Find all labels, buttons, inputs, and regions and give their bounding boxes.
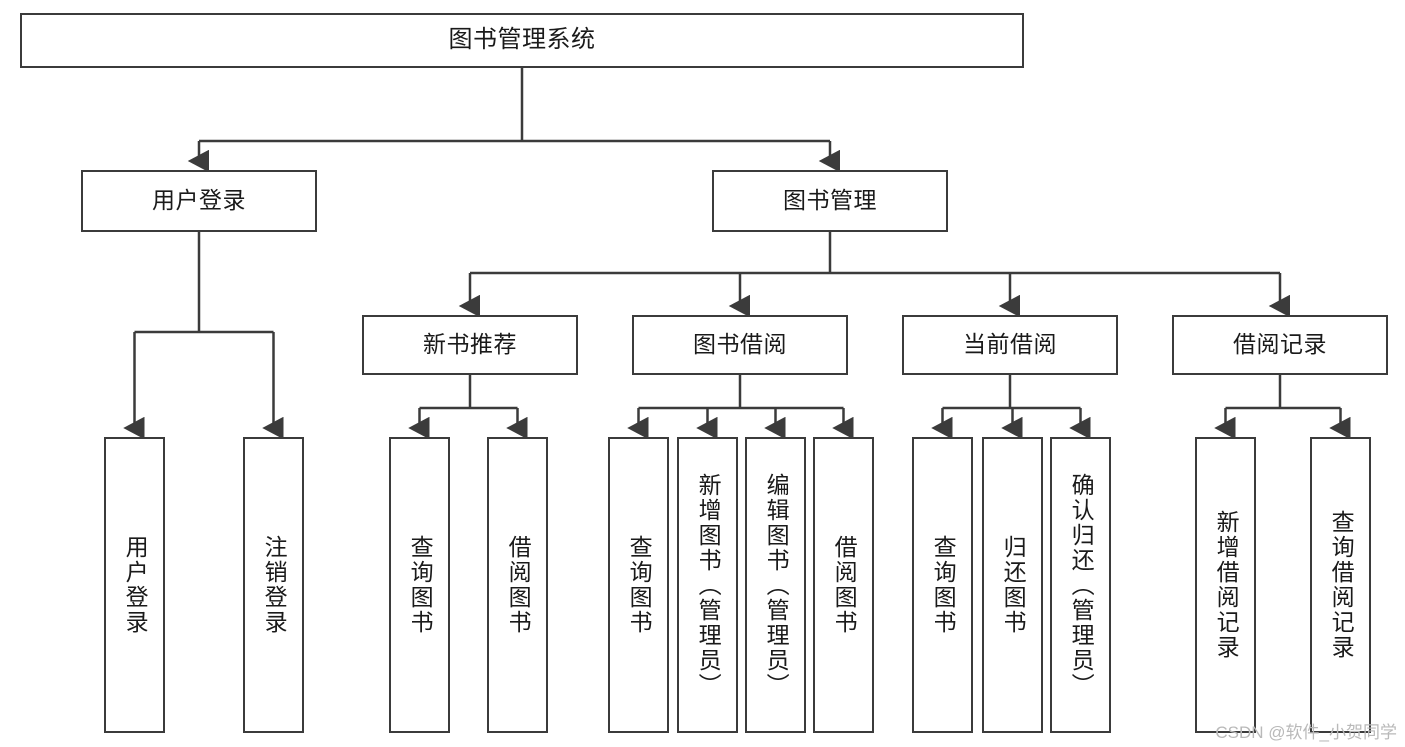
node-current-borrow[interactable]: 当前借阅 [902, 315, 1118, 375]
node-root[interactable]: 图书管理系统 [20, 13, 1024, 68]
node-label: 编辑图书（管理员） [763, 472, 790, 698]
node-label: 借阅图书 [831, 535, 858, 635]
watermark: CSDN @软件_小贺同学 [1215, 723, 1397, 742]
leaf-query-book-current[interactable]: 查询图书 [912, 437, 973, 733]
node-label: 新增借阅记录 [1213, 510, 1240, 660]
node-label: 新增图书（管理员） [695, 472, 722, 698]
node-label: 注销登录 [261, 535, 288, 635]
node-label: 新书推荐 [423, 331, 517, 358]
node-label: 查询借阅记录 [1328, 510, 1355, 660]
node-label: 当前借阅 [963, 331, 1057, 358]
node-label: 图书借阅 [693, 331, 787, 358]
leaf-logout[interactable]: 注销登录 [243, 437, 304, 733]
leaf-borrow-book-recommend[interactable]: 借阅图书 [487, 437, 548, 733]
node-label: 图书管理系统 [448, 26, 596, 54]
node-label: 查询图书 [930, 535, 957, 635]
node-user-login[interactable]: 用户登录 [81, 170, 317, 232]
node-label: 查询图书 [407, 535, 434, 635]
node-label: 确认归还（管理员） [1068, 472, 1095, 698]
node-label: 归还图书 [1000, 535, 1027, 635]
node-label: 借阅记录 [1233, 331, 1327, 358]
node-label: 图书管理 [783, 187, 877, 214]
leaf-query-book-recommend[interactable]: 查询图书 [389, 437, 450, 733]
leaf-return-book[interactable]: 归还图书 [982, 437, 1043, 733]
leaf-confirm-return[interactable]: 确认归还（管理员） [1050, 437, 1111, 733]
leaf-add-book[interactable]: 新增图书（管理员） [677, 437, 738, 733]
node-book-manage[interactable]: 图书管理 [712, 170, 948, 232]
node-label: 查询图书 [626, 535, 653, 635]
leaf-query-borrow-record[interactable]: 查询借阅记录 [1310, 437, 1371, 733]
leaf-add-borrow-record[interactable]: 新增借阅记录 [1195, 437, 1256, 733]
leaf-user-login[interactable]: 用户登录 [104, 437, 165, 733]
node-label: 借阅图书 [505, 535, 532, 635]
node-label: 用户登录 [152, 187, 246, 214]
leaf-borrow-book[interactable]: 借阅图书 [813, 437, 874, 733]
node-new-book-recommend[interactable]: 新书推荐 [362, 315, 578, 375]
leaf-edit-book[interactable]: 编辑图书（管理员） [745, 437, 806, 733]
node-borrow-record[interactable]: 借阅记录 [1172, 315, 1388, 375]
node-label: 用户登录 [122, 535, 149, 635]
node-book-borrow[interactable]: 图书借阅 [632, 315, 848, 375]
leaf-query-book-borrow[interactable]: 查询图书 [608, 437, 669, 733]
